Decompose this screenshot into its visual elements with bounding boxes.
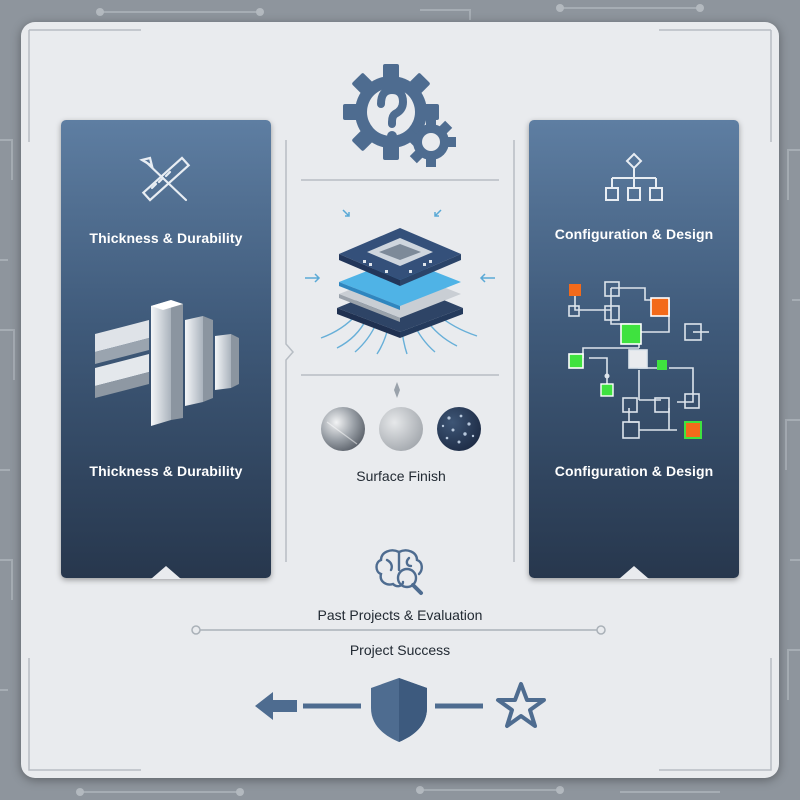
star-icon bbox=[496, 682, 546, 728]
configuration-label-top: Configuration & Design bbox=[554, 226, 714, 242]
surface-finish-label: Surface Finish bbox=[356, 468, 446, 484]
thickness-label-top: Thickness & Durability bbox=[89, 230, 243, 246]
flowchart-icon bbox=[605, 152, 663, 201]
thickness-label-bottom: Thickness & Durability bbox=[89, 463, 243, 479]
project-success-label: Project Success bbox=[349, 642, 451, 658]
polished-sphere-icon bbox=[321, 407, 365, 451]
success-path-row bbox=[255, 678, 546, 742]
arrow-left-icon bbox=[255, 692, 297, 720]
configuration-label-bottom: Configuration & Design bbox=[554, 463, 714, 479]
gear-question-icon bbox=[343, 64, 456, 167]
card-frame-lines bbox=[28, 29, 772, 771]
past-projects-label: Past Projects & Evaluation bbox=[317, 607, 483, 623]
ruler-tools-icon bbox=[139, 156, 191, 202]
network-diagram-icon bbox=[568, 281, 709, 439]
panel-notch bbox=[151, 566, 181, 579]
textured-sphere-icon bbox=[437, 407, 481, 451]
configuration-design-panel: Configuration & Design bbox=[529, 120, 739, 579]
matte-sphere-icon bbox=[379, 407, 423, 451]
layered-blocks-icon bbox=[95, 300, 239, 426]
thickness-durability-panel: Thickness & Durability Thick bbox=[61, 120, 271, 579]
surface-texture-samples bbox=[321, 407, 481, 451]
panel-notch bbox=[619, 566, 649, 579]
main-card: Thickness & Durability Thick bbox=[21, 22, 779, 778]
chip-stack-icon bbox=[305, 209, 495, 355]
brain-magnifier-icon bbox=[375, 549, 423, 595]
